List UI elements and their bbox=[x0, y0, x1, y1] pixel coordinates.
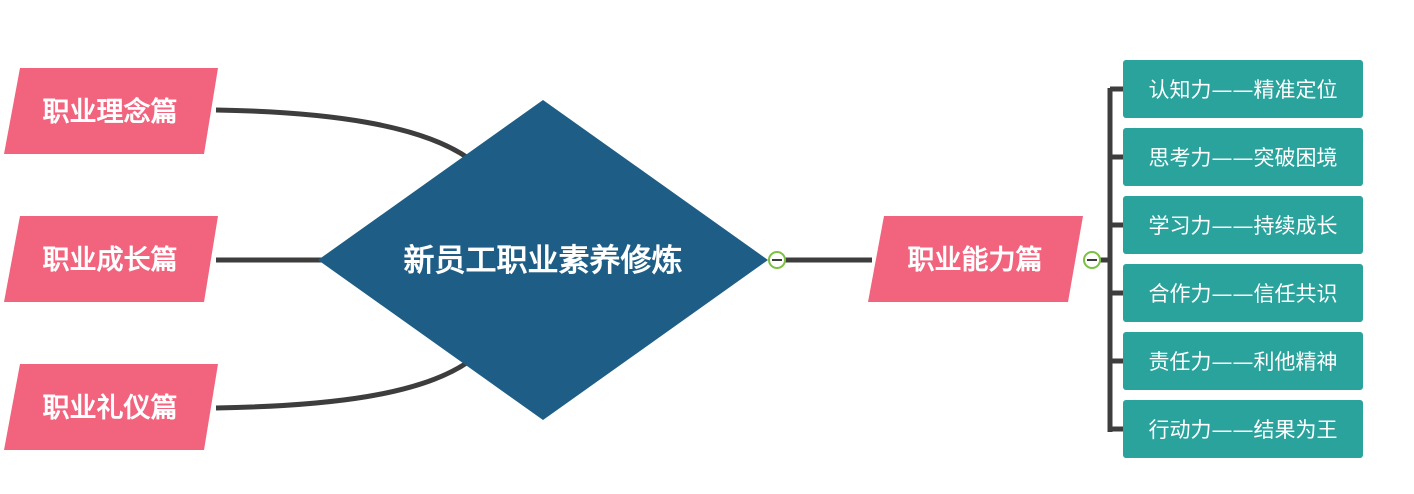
branch-node-ability[interactable]: 职业能力篇 bbox=[868, 216, 1083, 302]
connector-line bbox=[215, 107, 470, 161]
connector-line bbox=[215, 359, 470, 411]
branch-node-2[interactable]: 职业成长篇 bbox=[4, 216, 218, 302]
collapse-icon[interactable] bbox=[768, 251, 786, 269]
connector-line bbox=[1110, 86, 1124, 432]
leaf-node-4[interactable]: 合作力——信任共识 bbox=[1123, 264, 1363, 322]
root-node[interactable]: 新员工职业素养修炼 bbox=[318, 100, 768, 420]
leaf-label: 责任力——利他精神 bbox=[1149, 350, 1338, 374]
leaf-node-2[interactable]: 思考力——突破困境 bbox=[1123, 128, 1363, 186]
branch-label: 职业理念篇 bbox=[43, 96, 178, 128]
leaf-label: 思考力——突破困境 bbox=[1149, 146, 1338, 170]
branch-node-3[interactable]: 职业礼仪篇 bbox=[4, 364, 218, 450]
leaf-label: 行动力——结果为王 bbox=[1149, 418, 1338, 442]
leaf-label: 学习力——持续成长 bbox=[1149, 214, 1338, 238]
leaf-node-5[interactable]: 责任力——利他精神 bbox=[1123, 332, 1363, 390]
leaf-label: 认知力——精准定位 bbox=[1149, 78, 1338, 102]
branch-label: 职业礼仪篇 bbox=[43, 392, 178, 424]
branch-label: 职业成长篇 bbox=[43, 244, 178, 276]
leaf-label: 合作力——信任共识 bbox=[1149, 282, 1338, 306]
leaf-node-1[interactable]: 认知力——精准定位 bbox=[1123, 60, 1363, 118]
leaf-node-3[interactable]: 学习力——持续成长 bbox=[1123, 196, 1363, 254]
branch-node-1[interactable]: 职业理念篇 bbox=[4, 68, 218, 154]
root-label: 新员工职业素养修炼 bbox=[404, 243, 683, 279]
collapse-icon[interactable] bbox=[1083, 251, 1101, 269]
leaf-node-6[interactable]: 行动力——结果为王 bbox=[1123, 400, 1363, 458]
branch-label: 职业能力篇 bbox=[908, 244, 1043, 276]
